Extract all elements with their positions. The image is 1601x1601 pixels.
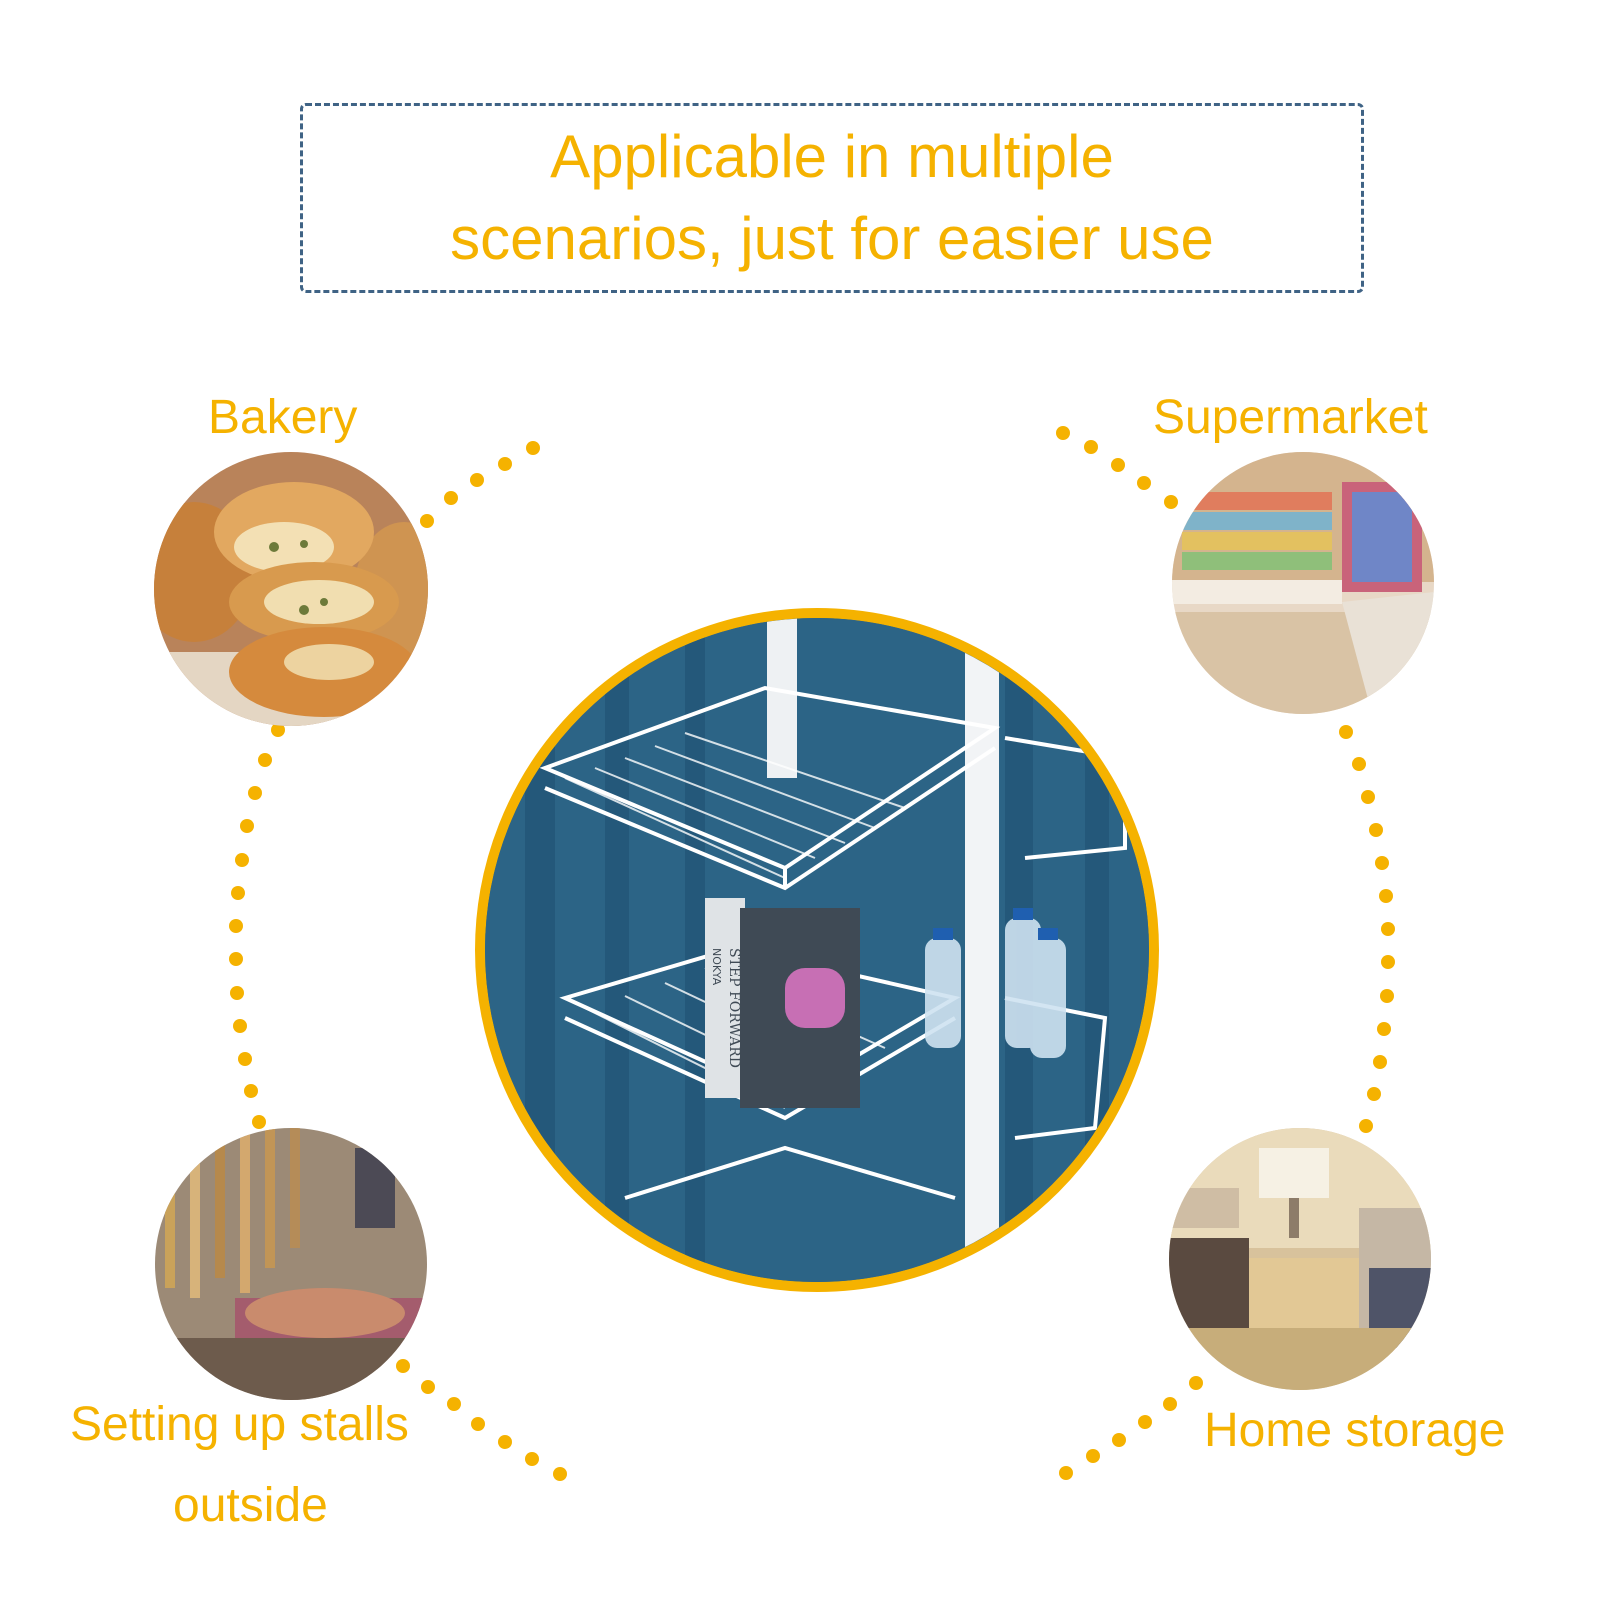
label-stalls-line-1: Setting up stalls — [70, 1398, 409, 1451]
headline-box: Applicable in multiple scenarios, just f… — [300, 103, 1364, 293]
label-supermarket: Supermarket — [1153, 391, 1428, 444]
stalls-photo — [155, 1128, 427, 1400]
label-bakery: Bakery — [208, 391, 358, 444]
home-storage-photo — [1169, 1128, 1431, 1390]
label-stalls-line-2: outside — [173, 1479, 328, 1532]
book-spine-text: STEP FORWARD — [726, 948, 742, 1068]
label-home-storage: Home storage — [1204, 1404, 1506, 1457]
product-photo: STEP FORWARD NOKYA — [475, 608, 1159, 1292]
supermarket-photo — [1172, 452, 1434, 714]
headline-line-2: scenarios, just for easier use — [450, 205, 1214, 272]
headline-line-1: Applicable in multiple — [550, 123, 1114, 190]
book-side-text: NOKYA — [710, 948, 723, 986]
bakery-photo — [154, 452, 428, 726]
dots-group — [229, 426, 1395, 1481]
